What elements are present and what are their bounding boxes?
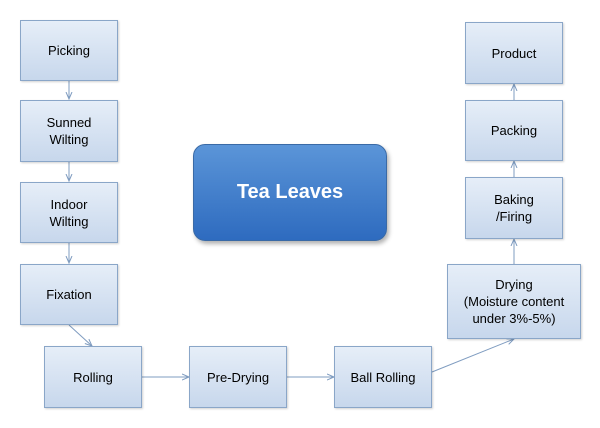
- step-picking: Picking: [20, 20, 118, 81]
- step-product: Product: [465, 22, 563, 84]
- step-sunned-wilting: Sunned Wilting: [20, 100, 118, 162]
- step-sunned-wilting-label: Sunned Wilting: [46, 115, 92, 147]
- arrow-ballrolling-to-drying: [431, 339, 514, 373]
- center-title: Tea Leaves: [236, 181, 344, 203]
- step-picking-label: Picking: [48, 43, 90, 58]
- step-packing-label: Packing: [490, 123, 538, 138]
- step-fixation-label: Fixation: [46, 287, 92, 302]
- step-baking-firing: Baking /Firing: [465, 177, 563, 239]
- step-rolling: Rolling: [44, 346, 142, 408]
- step-drying: Drying (Moisture content under 3%-5%): [447, 264, 581, 339]
- step-baking-firing-label: Baking /Firing: [494, 192, 534, 224]
- step-pre-drying-label: Pre-Drying: [206, 369, 270, 385]
- arrow-fixation-to-rolling: [68, 324, 92, 346]
- step-ball-rolling: Ball Rolling: [334, 346, 432, 408]
- step-drying-label: Drying (Moisture content under 3%-5%): [463, 277, 565, 326]
- step-pre-drying: Pre-Drying: [189, 346, 287, 408]
- step-fixation: Fixation: [20, 264, 118, 325]
- step-rolling-label: Rolling: [73, 369, 113, 385]
- step-indoor-wilting-label: Indoor Wilting: [49, 196, 89, 229]
- step-ball-rolling-label: Ball Rolling: [350, 369, 416, 385]
- step-packing: Packing: [465, 100, 563, 161]
- step-indoor-wilting: Indoor Wilting: [20, 182, 118, 243]
- step-product-label: Product: [491, 45, 537, 61]
- center-title-box: Tea Leaves: [193, 144, 387, 241]
